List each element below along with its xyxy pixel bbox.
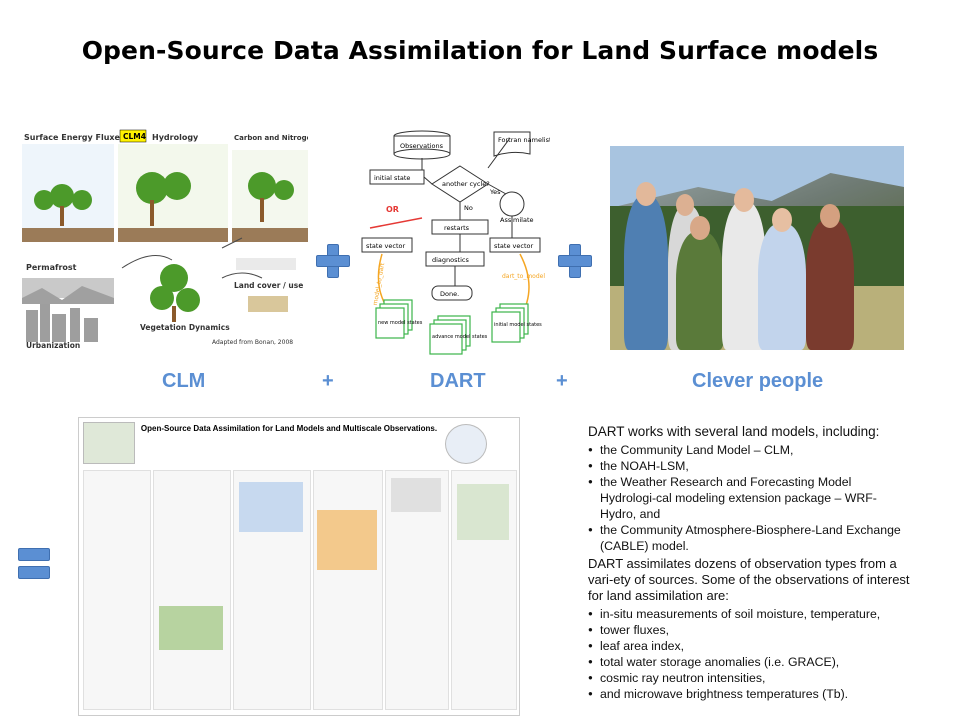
caption-dart: DART: [430, 370, 486, 392]
list-item: tower fluxes,: [588, 622, 910, 638]
person: [806, 220, 854, 350]
label-state-vector-right: state vector: [494, 242, 533, 250]
label-fortran: Fortran namelist: [498, 136, 550, 144]
poster-figure: [239, 482, 303, 532]
poster-figure: [159, 606, 223, 650]
caption-clever-people: Clever people: [692, 370, 824, 392]
list-item: the Weather Research and Forecasting Mod…: [588, 474, 910, 522]
poster-logo: [445, 424, 487, 464]
label-diagnostics: diagnostics: [432, 256, 469, 264]
caption-plus: +: [556, 370, 568, 392]
face: [690, 216, 710, 240]
list-item: the Community Land Model – CLM,: [588, 442, 910, 458]
team-photo: [610, 146, 904, 350]
plus-icon: [316, 244, 350, 278]
list-item: leaf area index,: [588, 638, 910, 654]
label-or: OR: [386, 205, 399, 214]
poster-figure: [317, 510, 377, 570]
land-models-list: the Community Land Model – CLM, the NOAH…: [588, 442, 910, 554]
label-credit: Adapted from Bonan, 2008: [212, 339, 293, 346]
label-model-to-dart: model_to_dart: [372, 262, 386, 306]
face: [820, 204, 840, 228]
label-land-cover: Land cover / use: [234, 281, 303, 290]
plus-icon: [558, 244, 592, 278]
label-observations: Observations: [400, 142, 444, 150]
label-initial-model-states: initial model states: [494, 322, 542, 328]
person: [624, 196, 668, 350]
poster-title: Open-Source Data Assimilation for Land M…: [140, 424, 438, 433]
list-item: cosmic ray neutron intensities,: [588, 670, 910, 686]
poster-thumbnail: Open-Source Data Assimilation for Land M…: [78, 417, 520, 716]
list-item: and microwave brightness temperatures (T…: [588, 686, 910, 702]
label-urbanization: Urbanization: [26, 341, 80, 350]
label-permafrost: Permafrost: [26, 263, 77, 272]
person: [676, 232, 724, 350]
clm-diagram: Surface Energy Fluxes CLM4 Hydrology Car…: [22, 128, 308, 350]
label-carbon-nitrogen: Carbon and Nitrogen Cycling: [234, 134, 308, 142]
label-restarts: restarts: [444, 224, 470, 232]
label-assimilate: Assimilate: [500, 216, 534, 224]
caption-plus: +: [322, 370, 334, 392]
dart-diagram: Observations Fortran namelist initial st…: [360, 128, 550, 360]
list-item: the Community Atmosphere-Biosphere-Land …: [588, 522, 910, 554]
label-new-model-states: new model states: [378, 320, 423, 326]
observations-intro: DART assimilates dozens of observation t…: [588, 556, 910, 603]
poster-column: [83, 470, 151, 710]
label-hydrology: Hydrology: [152, 133, 199, 142]
observations-text: DART assimilates dozens of observation t…: [588, 556, 910, 702]
caption-clm: CLM: [162, 370, 206, 392]
poster-column: [313, 470, 383, 710]
label-no: No: [464, 204, 473, 212]
face: [734, 188, 754, 212]
poster-column: [153, 470, 231, 710]
poster-figure: [391, 478, 441, 512]
dart-diagram-graphic: Observations Fortran namelist initial st…: [361, 130, 550, 355]
face: [676, 194, 694, 216]
face: [772, 208, 792, 232]
label-vegetation-dynamics: Vegetation Dynamics: [140, 323, 230, 332]
slide-title: Open-Source Data Assimilation for Land S…: [81, 36, 879, 65]
label-surface-energy-fluxes: Surface Energy Fluxes: [24, 133, 125, 142]
label-state-vector-left: state vector: [366, 242, 405, 250]
land-models-intro: DART works with several land models, inc…: [588, 424, 880, 439]
poster-map: [83, 422, 135, 464]
equals-icon: [18, 548, 50, 579]
label-clm4: CLM4: [123, 132, 146, 141]
list-item: in-situ measurements of soil moisture, t…: [588, 606, 910, 622]
land-models-text: DART works with several land models, inc…: [588, 424, 910, 554]
poster-figure: [457, 484, 509, 540]
label-yes: Yes: [489, 188, 501, 196]
list-item: total water storage anomalies (i.e. GRAC…: [588, 654, 910, 670]
person: [758, 224, 806, 350]
list-item: the NOAH-LSM,: [588, 458, 910, 474]
observations-list: in-situ measurements of soil moisture, t…: [588, 606, 910, 702]
label-dart-to-model: dart_to_model: [502, 273, 545, 280]
clm-diagram-graphic: Surface Energy Fluxes CLM4 Hydrology Car…: [22, 128, 308, 350]
face: [636, 182, 656, 206]
label-done: Done.: [440, 290, 459, 298]
label-another-cycle: another cycle?: [442, 180, 490, 188]
label-initial-state: initial state: [374, 174, 410, 182]
label-advance-model-states: advance model states: [432, 334, 488, 340]
